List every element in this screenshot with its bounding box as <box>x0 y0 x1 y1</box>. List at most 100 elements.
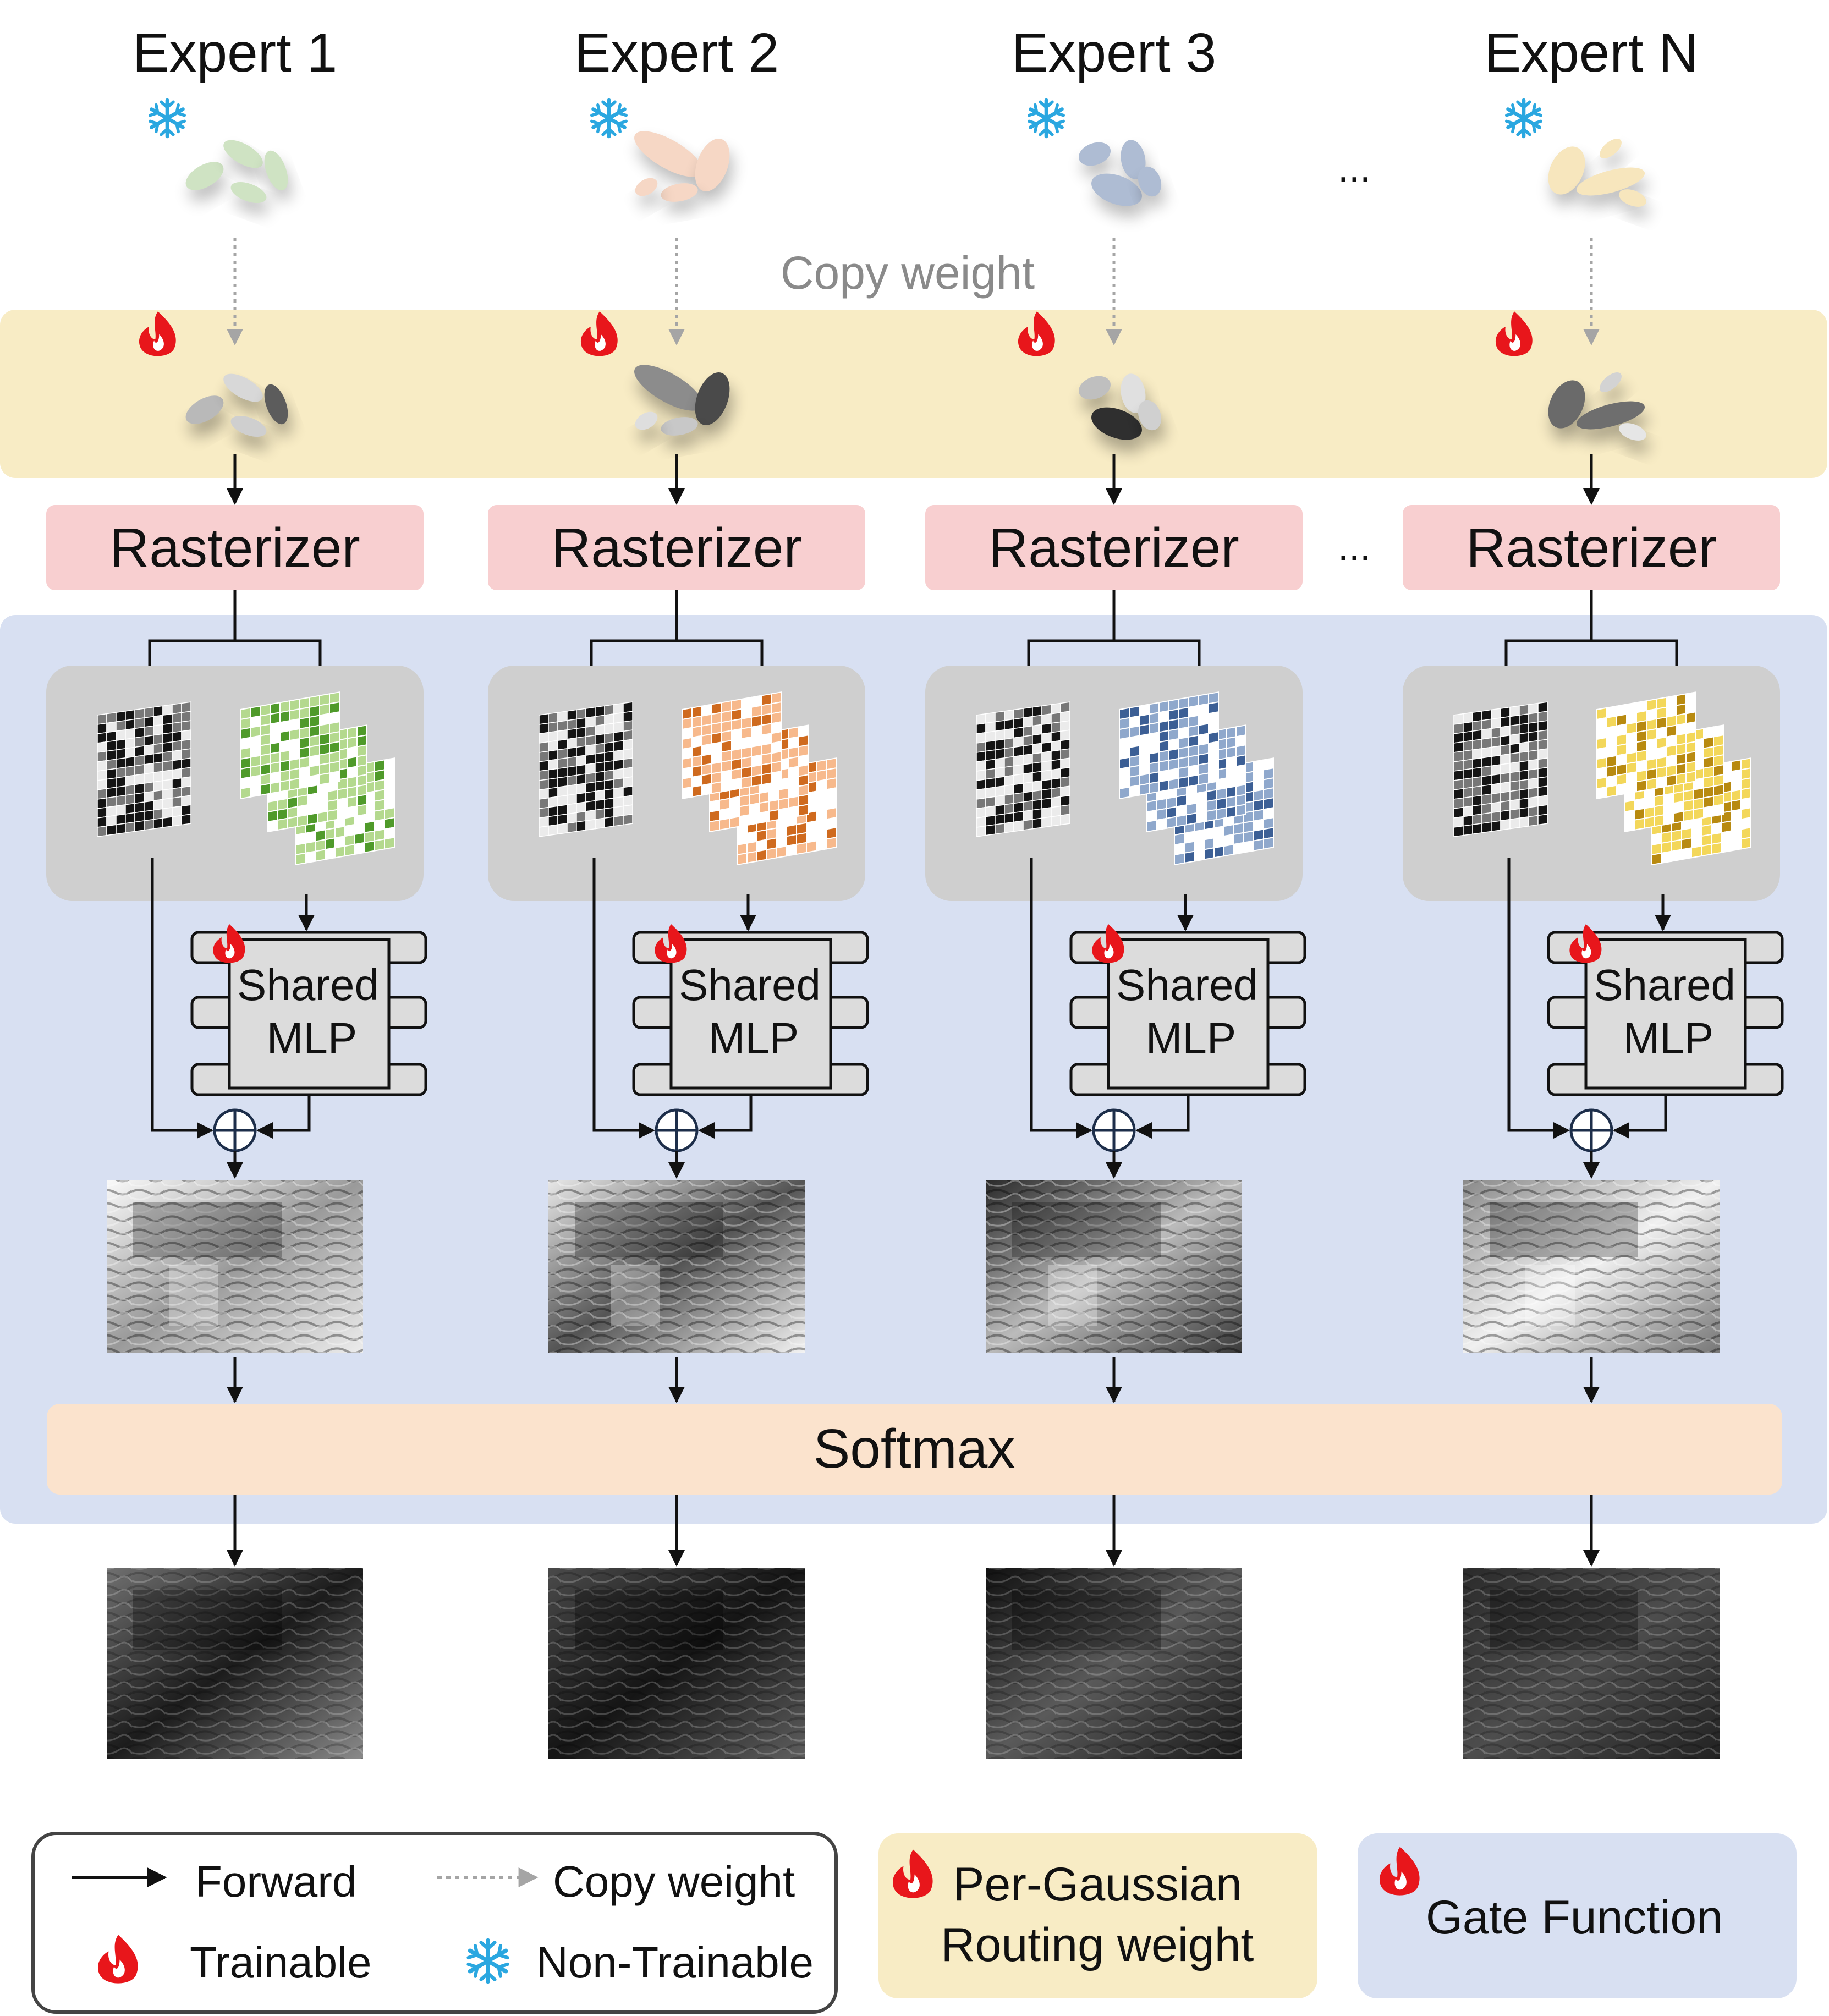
expert-gaussians <box>185 140 292 215</box>
skip-connection-arrow <box>592 858 655 1139</box>
gate-flame-icon <box>1379 1847 1420 1896</box>
mlp-label-line2: MLP <box>708 1014 799 1063</box>
gate-function-legend-box <box>1358 1833 1797 1998</box>
snowflake-icon <box>149 98 186 139</box>
legend-trainable-label: Trainable <box>190 1938 372 1987</box>
expert-feature-grid <box>682 691 782 800</box>
mlp-output-arrow <box>256 1095 311 1139</box>
routing-gaussians <box>1548 372 1650 453</box>
mlp-output-arrow <box>1135 1095 1190 1139</box>
rasterizer-label: Rasterizer <box>551 517 802 579</box>
experts-ellipsis: ... <box>1338 146 1371 190</box>
routing-weight-band <box>0 310 1827 478</box>
expert-gaussians <box>634 131 733 213</box>
legend-snowflake-icon <box>466 1938 509 1984</box>
softmax-label: Softmax <box>814 1418 1015 1480</box>
rasterizer-box <box>925 505 1303 590</box>
expert-title: Expert 2 <box>574 22 779 84</box>
expert-feature-grid <box>1119 691 1219 800</box>
legend-copy-weight-label: Copy weight <box>553 1857 795 1906</box>
mlp-label-line1: Shared <box>1116 960 1258 1009</box>
mlp-label-line1: Shared <box>237 960 379 1009</box>
mlp-output-arrow <box>1613 1095 1667 1139</box>
rasterizer-label: Rasterizer <box>1466 517 1717 579</box>
flame-icon <box>97 1935 138 1984</box>
flame-icon <box>1379 1847 1420 1896</box>
flame-icon <box>1495 311 1533 356</box>
gate-legend-label: Gate Function <box>1426 1891 1723 1944</box>
flame-icon <box>1569 924 1602 963</box>
gate-map-image <box>107 1180 363 1353</box>
skip-connection-arrow <box>1030 858 1092 1139</box>
mlp-output-arrow <box>698 1095 753 1139</box>
legend: Forward Copy weight Trainable Non-Traina… <box>31 1832 838 2014</box>
gate-map-image <box>986 1180 1242 1353</box>
expert-gaussians <box>1548 139 1650 218</box>
routing-legend-line1: Per-Gaussian <box>953 1858 1242 1911</box>
mlp-label-line1: Shared <box>679 960 821 1009</box>
weight-map-image <box>107 1568 363 1759</box>
expert-title: Expert 1 <box>133 22 337 84</box>
weight-map-image <box>548 1568 805 1759</box>
legend-frame <box>31 1832 838 2014</box>
routing-weight-legend-box <box>878 1833 1317 1998</box>
routing-weight-legend: Per-Gaussian Routing weight <box>878 1833 1317 1998</box>
legend-non-trainable-label: Non-Trainable <box>536 1938 814 1987</box>
expert-title: Expert 3 <box>1012 22 1216 84</box>
routing-flame-icon <box>892 1849 933 1898</box>
mlp-label-line2: MLP <box>267 1014 358 1063</box>
depth-feature-grid <box>1453 701 1548 837</box>
flame-icon <box>655 924 687 963</box>
gate-map-image <box>548 1180 805 1353</box>
skip-connection-arrow <box>1507 858 1570 1139</box>
flame-icon <box>139 311 176 356</box>
expert-feature-grid <box>1596 691 1696 800</box>
skip-connection-arrow <box>151 858 213 1139</box>
gate-function-legend: Gate Function <box>1358 1833 1797 1998</box>
rasterizer-box <box>488 505 865 590</box>
add-icon <box>1092 1108 1136 1152</box>
mlp-label-line2: MLP <box>1623 1014 1714 1063</box>
weight-map-image <box>1463 1568 1720 1759</box>
flame-icon <box>213 924 245 963</box>
gate-map-image <box>1463 1180 1720 1353</box>
copy-weight-label: Copy weight <box>781 247 1035 299</box>
expert-title: Expert N <box>1484 22 1698 84</box>
flame-icon <box>580 311 618 356</box>
depth-feature-grid <box>539 701 633 837</box>
depth-feature-grid <box>97 701 191 837</box>
legend-forward-label: Forward <box>195 1857 356 1906</box>
depth-feature-grid <box>976 701 1070 837</box>
flame-icon <box>892 1849 933 1898</box>
gate-function-panel <box>0 615 1827 1524</box>
forward-arrow <box>141 590 237 690</box>
weight-map-image <box>986 1568 1242 1759</box>
rasterizer-label: Rasterizer <box>988 517 1239 579</box>
mlp-label-line2: MLP <box>1146 1014 1237 1063</box>
snowflake-icon <box>1505 98 1542 139</box>
snowflake-icon <box>466 1938 509 1984</box>
add-icon <box>655 1108 699 1152</box>
routing-gaussians <box>634 365 733 448</box>
mlp-label-line1: Shared <box>1594 960 1735 1009</box>
snowflake-icon <box>590 98 628 139</box>
add-icon <box>213 1108 257 1152</box>
rasterizer-label: Rasterizer <box>109 517 360 579</box>
routing-gaussians <box>1078 373 1165 452</box>
forward-arrow <box>1498 590 1593 690</box>
snowflake-icon <box>1028 98 1065 139</box>
flame-icon <box>1092 924 1124 963</box>
expert-feature-grid <box>240 691 340 800</box>
forward-arrow <box>583 590 678 690</box>
expert-gaussians <box>1078 140 1165 217</box>
rasterizer-box <box>1403 505 1780 590</box>
routing-legend-line2: Routing weight <box>941 1919 1254 1971</box>
